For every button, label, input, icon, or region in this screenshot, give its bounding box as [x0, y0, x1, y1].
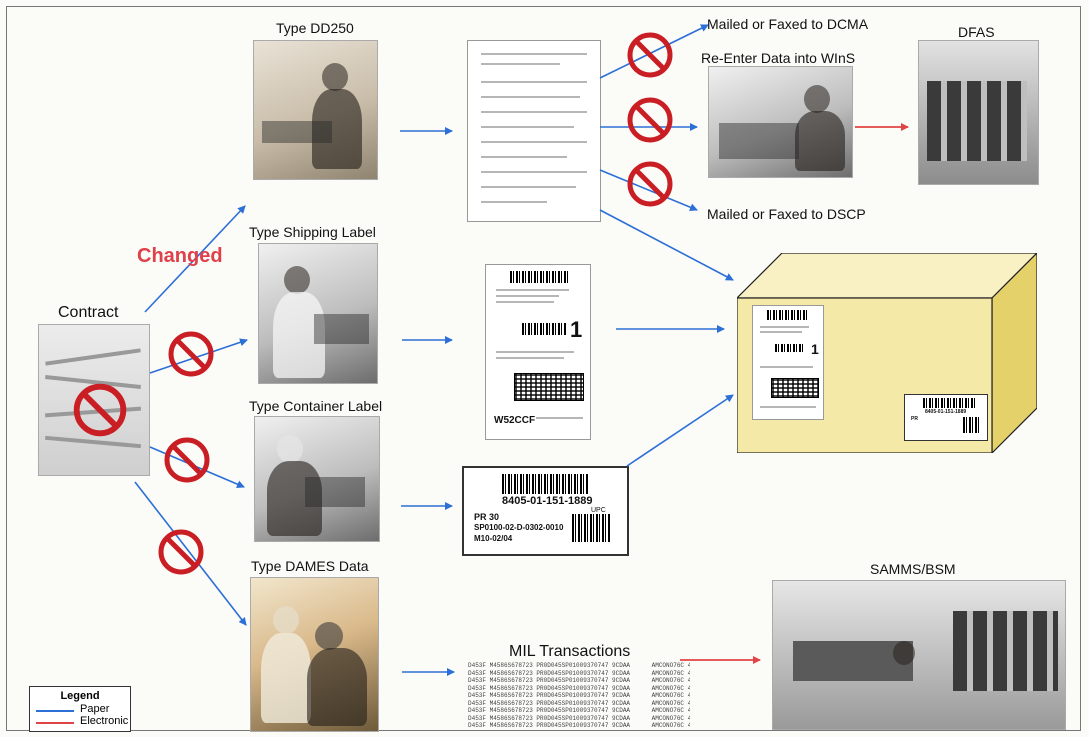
label-samms-bsm: SAMMS/BSM: [870, 561, 956, 577]
arrow-contract-to-shipping: [149, 338, 248, 374]
label-mailed-dscp: Mailed or Faxed to DSCP: [707, 206, 866, 222]
shipping-label-number: 1: [570, 317, 583, 342]
prohibited-icon: [73, 383, 127, 437]
box-container-label: 8405-01-151-1889 PR: [904, 394, 988, 441]
shipping-label: 1 W52CCF: [485, 264, 591, 440]
legend: Legend Paper Electronic: [29, 686, 131, 732]
legend-title: Legend: [60, 690, 100, 702]
samms-bsm-computer-photo: [772, 580, 1066, 730]
container-label-upc: UPC: [591, 507, 606, 514]
box-label-number: 1: [811, 341, 819, 357]
shipping-label-code: W52CCF: [494, 415, 536, 426]
label-type-dd250: Type DD250: [276, 20, 354, 36]
dd250-form: [467, 40, 601, 222]
typist-shipping-label-photo: [258, 243, 378, 384]
label-changed: Changed: [137, 245, 223, 267]
label-mil-transactions: MIL Transactions: [509, 643, 631, 660]
shipping-label-2d-barcode: [514, 373, 584, 401]
diagram-frame: [6, 6, 1081, 731]
label-type-container-label: Type Container Label: [249, 398, 383, 414]
label-mailed-dcma: Mailed or Faxed to DCMA: [707, 16, 869, 32]
prohibited-icon: [164, 437, 210, 483]
arrow-contract-to-dd250: [144, 205, 246, 313]
box-label-nsn: 8405-01-151-1889: [925, 409, 967, 415]
legend-electronic-label: Electronic: [80, 715, 129, 727]
prohibited-icon: [158, 529, 204, 575]
shipping-box: [737, 253, 1037, 453]
mil-transactions-listing: D453F M4586S678723 PR0D045SP01009370747 …: [468, 662, 690, 729]
arrow-form-to-box: [599, 209, 734, 281]
legend-paper-swatch: [36, 710, 74, 712]
legend-paper-label: Paper: [80, 703, 110, 715]
prohibited-icon: [627, 97, 673, 143]
contract-stack-photo: [38, 324, 150, 476]
label-contract: Contract: [58, 304, 119, 321]
arrow-form-to-dcma: [599, 24, 709, 79]
legend-electronic-swatch: [36, 722, 74, 724]
prohibited-icon: [627, 32, 673, 78]
label-dfas: DFAS: [958, 24, 995, 40]
dfas-computer-photo: [918, 40, 1039, 185]
typist-dames-data-photo: [250, 577, 379, 732]
label-type-dames-data: Type DAMES Data: [251, 558, 369, 574]
arrow-contract-to-dames: [134, 481, 247, 626]
arrow-form-to-dscp: [599, 169, 698, 212]
prohibited-icon: [627, 161, 673, 207]
container-label-pr: PR 30: [474, 512, 500, 522]
box-label-pr: PR: [911, 416, 918, 422]
wins-operator-photo: [708, 66, 853, 178]
container-label-contract: SP0100-02-D-0302-0010: [474, 523, 564, 532]
prohibited-icon: [168, 331, 214, 377]
label-type-shipping-label: Type Shipping Label: [249, 224, 376, 240]
container-label: 8405-01-151-1889 UPC PR 30 SP0100-02-D-0…: [462, 466, 629, 556]
label-reenter-wins: Re-Enter Data into WInS: [701, 50, 856, 66]
typist-dd250-photo: [253, 40, 378, 180]
box-shipping-label: 1: [752, 305, 824, 420]
arrow-container-label-to-box: [626, 394, 734, 467]
container-label-nsn: 8405-01-151-1889: [502, 495, 593, 507]
container-label-m-line: M10-02/04: [474, 534, 513, 543]
typist-container-label-photo: [254, 416, 380, 542]
